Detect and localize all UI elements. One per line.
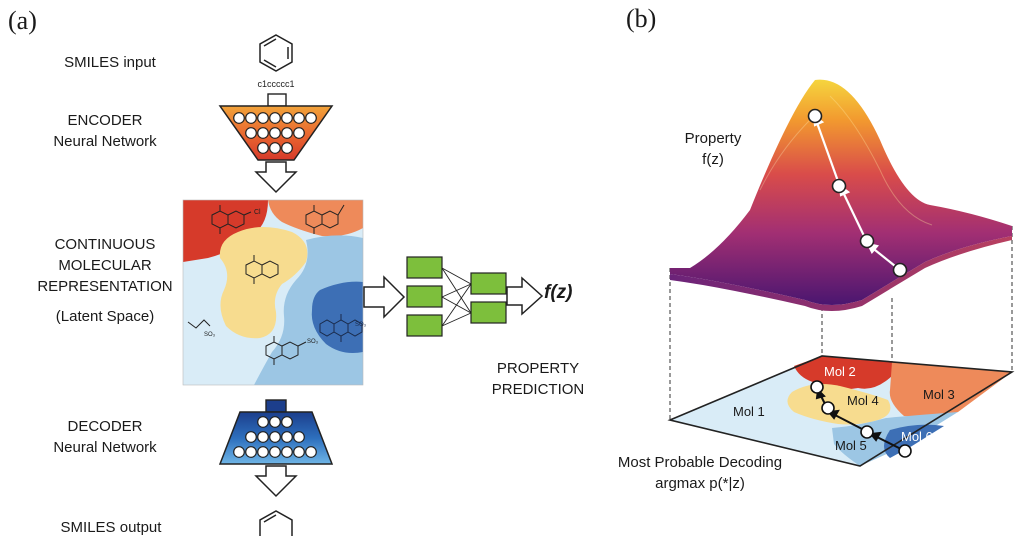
decoding-label: Most Probable Decoding argmax p(*|z)	[600, 452, 800, 494]
latent-line-1: CONTINUOUS	[54, 236, 156, 253]
map-optimization-path	[810, 380, 912, 458]
property-label-line-1: Property	[684, 130, 742, 147]
decoder-subtitle: Neural Network	[53, 439, 157, 456]
encoder-title: ENCODER	[67, 112, 143, 129]
latent-label: CONTINUOUS MOLECULAR REPRESENTATION	[20, 234, 190, 297]
benzene-input-icon	[259, 34, 293, 72]
sulfonate-chain-icon	[187, 319, 211, 329]
smiles-output-label: SMILES output	[60, 519, 162, 536]
latent-map-plane	[667, 355, 1015, 467]
mol-5-label: Mol 5	[835, 438, 867, 453]
property-prediction-label: PROPERTY PREDICTION	[478, 358, 598, 400]
map-point-2	[860, 425, 874, 439]
latent-label-cl: Cl	[254, 209, 261, 216]
smiles-input-label: SMILES input	[64, 54, 156, 71]
property-predictor-network	[406, 256, 507, 337]
panel-b-tag: (b)	[626, 4, 657, 33]
mol-3-label: Mol 3	[923, 387, 955, 402]
map-point-1	[898, 444, 912, 458]
surface-optimization-path	[807, 108, 908, 278]
decoder-input-stub	[265, 399, 287, 413]
latent-space-map	[182, 199, 364, 386]
decoding-line-2: argmax p(*|z)	[655, 475, 745, 492]
property-label-line-2: f(z)	[702, 151, 724, 168]
property-prediction-line-1: PROPERTY	[496, 360, 580, 377]
sulfonate-quinone-icon	[265, 336, 307, 365]
encoder-subtitle: Neural Network	[53, 133, 157, 150]
encoder-input-stub	[267, 93, 287, 107]
benzene-output-icon	[259, 510, 293, 536]
mol-1-label: Mol 1	[733, 404, 765, 419]
naphthoquinone-icon	[245, 255, 279, 284]
latent-molecule-sketches	[187, 204, 363, 365]
panel-a-tag: (a)	[8, 6, 37, 35]
encoder-down-arrow	[254, 161, 298, 194]
surface-point-4	[807, 108, 823, 124]
map-point-3	[821, 401, 835, 415]
latent-to-predictor-arrow	[363, 275, 406, 319]
mol-2-label: Mol 2	[824, 364, 856, 379]
encoder-label: ENCODER Neural Network	[30, 110, 180, 152]
surface-point-2	[859, 233, 875, 249]
mol-4-label: Mol 4	[847, 393, 879, 408]
latent-line-2: MOLECULAR	[58, 257, 152, 274]
latent-label-so3-c: SO₃	[355, 322, 367, 328]
predictor-to-fz-arrow	[506, 276, 544, 316]
property-prediction-line-2: PREDICTION	[491, 381, 585, 398]
fz-label: f(z)	[544, 282, 573, 303]
surface-point-1	[892, 262, 908, 278]
encoder-network	[218, 105, 334, 161]
methyl-quinone-icon	[305, 204, 345, 234]
mol-6-label: Mol 6	[901, 429, 933, 444]
map-point-4	[810, 380, 824, 394]
decoder-down-arrow	[254, 465, 298, 498]
decoder-network	[218, 411, 334, 465]
decoder-title: DECODER	[67, 418, 143, 435]
smiles-string: c1ccccc1	[257, 79, 294, 89]
property-label: Property f(z)	[668, 128, 758, 170]
surface-point-3	[831, 178, 847, 194]
decoding-line-1: Most Probable Decoding	[617, 454, 783, 471]
chloro-quinone-icon	[211, 205, 252, 234]
decoder-label: DECODER Neural Network	[30, 416, 180, 458]
latent-label-so3-b: SO₃	[307, 339, 319, 345]
latent-line-3: REPRESENTATION	[37, 278, 173, 295]
anthraquinone-sulfonate-icon	[319, 314, 363, 342]
latent-label-so3-a: SO₃	[204, 332, 216, 338]
latent-space-label: (Latent Space)	[55, 308, 155, 325]
